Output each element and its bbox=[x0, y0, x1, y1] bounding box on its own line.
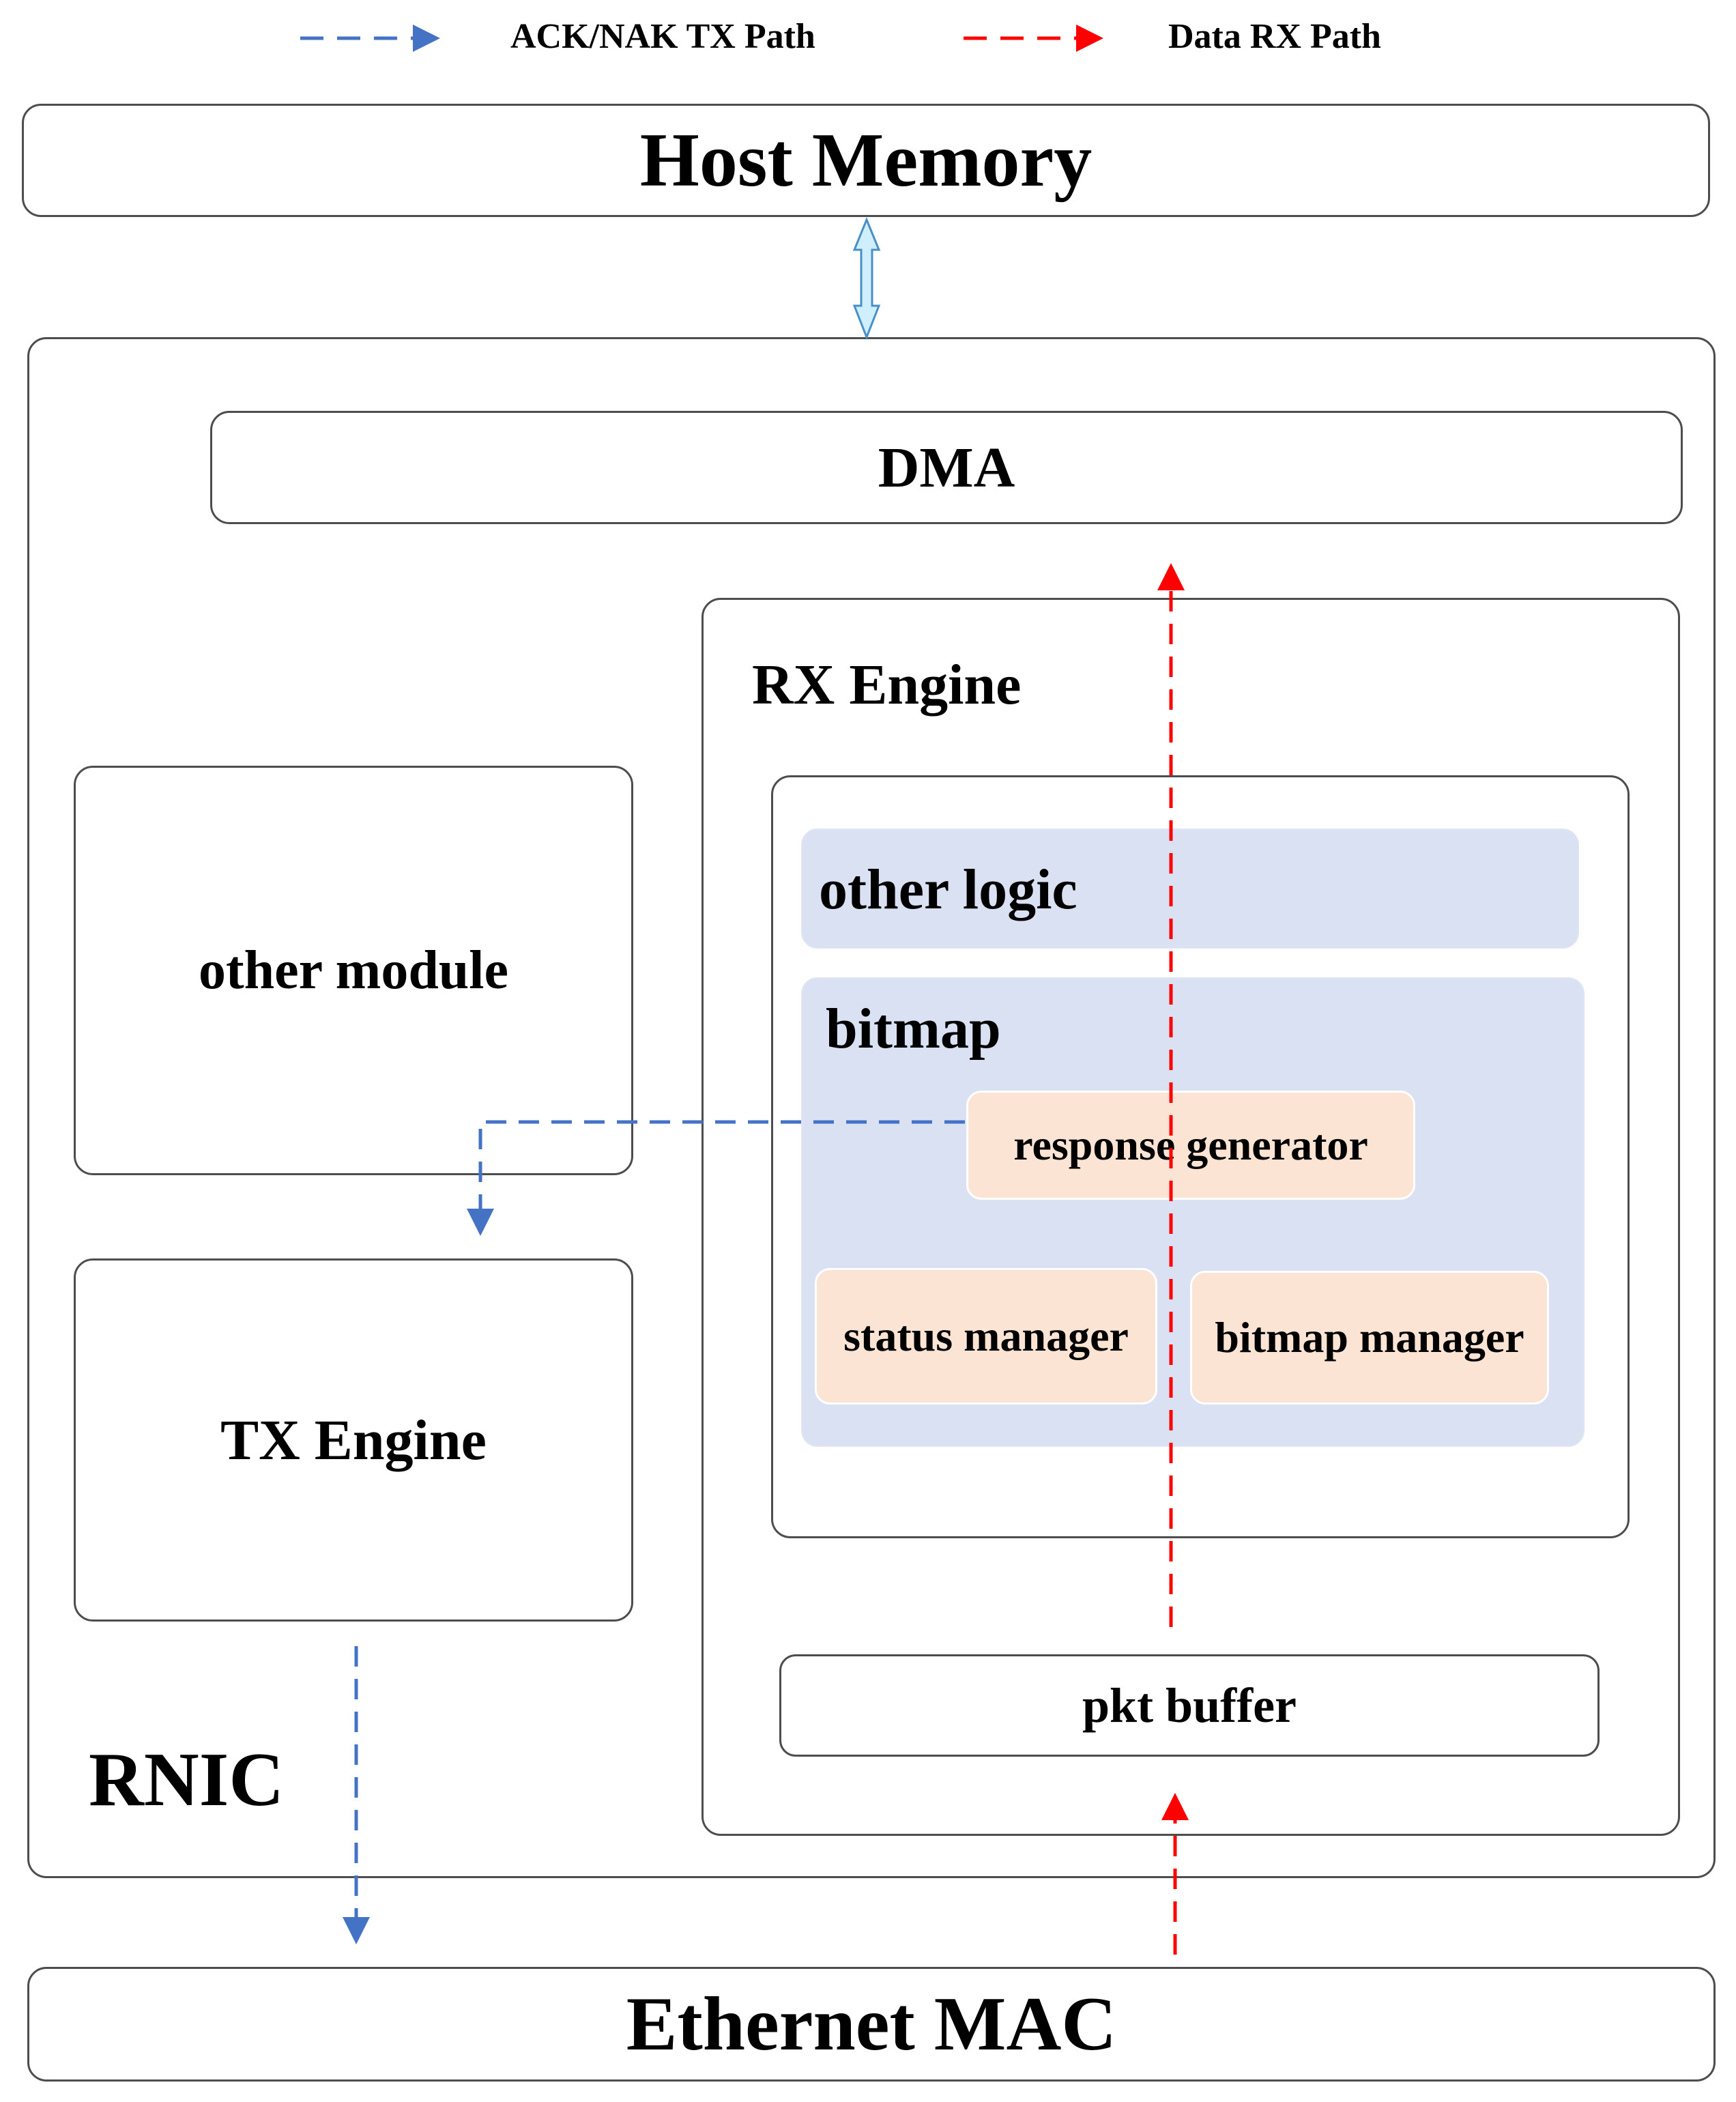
tx-engine-block: TX Engine bbox=[74, 1258, 633, 1622]
tx-engine-label: TX Engine bbox=[220, 1408, 487, 1472]
response-generator-label: response generator bbox=[1013, 1121, 1368, 1169]
host-memory-block: Host Memory bbox=[22, 104, 1710, 217]
rnic-label: RNIC bbox=[89, 1738, 285, 1822]
other-module-label: other module bbox=[198, 940, 509, 1000]
dma-block: DMA bbox=[210, 411, 1683, 524]
host-memory-label: Host Memory bbox=[639, 117, 1093, 203]
other-logic-label: other logic bbox=[819, 858, 1077, 921]
legend-tx-label: ACK/NAK TX Path bbox=[510, 17, 815, 56]
rx-engine-label: RX Engine bbox=[752, 653, 1022, 717]
ethernet-mac-block: Ethernet MAC bbox=[27, 1967, 1716, 2082]
status-manager-block: status manager bbox=[815, 1268, 1157, 1405]
status-manager-label: status manager bbox=[843, 1312, 1129, 1360]
ethernet-mac-label: Ethernet MAC bbox=[626, 1981, 1117, 2067]
response-generator-block: response generator bbox=[966, 1091, 1415, 1200]
pkt-buffer-block: pkt buffer bbox=[779, 1654, 1600, 1757]
legend-rx-label: Data RX Path bbox=[1168, 17, 1381, 56]
other-logic-block: other logic bbox=[801, 829, 1579, 949]
pkt-buffer-label: pkt buffer bbox=[1082, 1678, 1297, 1733]
bitmap-label: bitmap bbox=[826, 997, 1001, 1061]
bitmap-manager-label: bitmap manager bbox=[1215, 1313, 1524, 1362]
bitmap-manager-block: bitmap manager bbox=[1190, 1271, 1549, 1405]
other-module-block: other module bbox=[74, 766, 633, 1175]
dma-label: DMA bbox=[878, 435, 1015, 500]
bus-double-arrow-icon bbox=[852, 217, 881, 341]
